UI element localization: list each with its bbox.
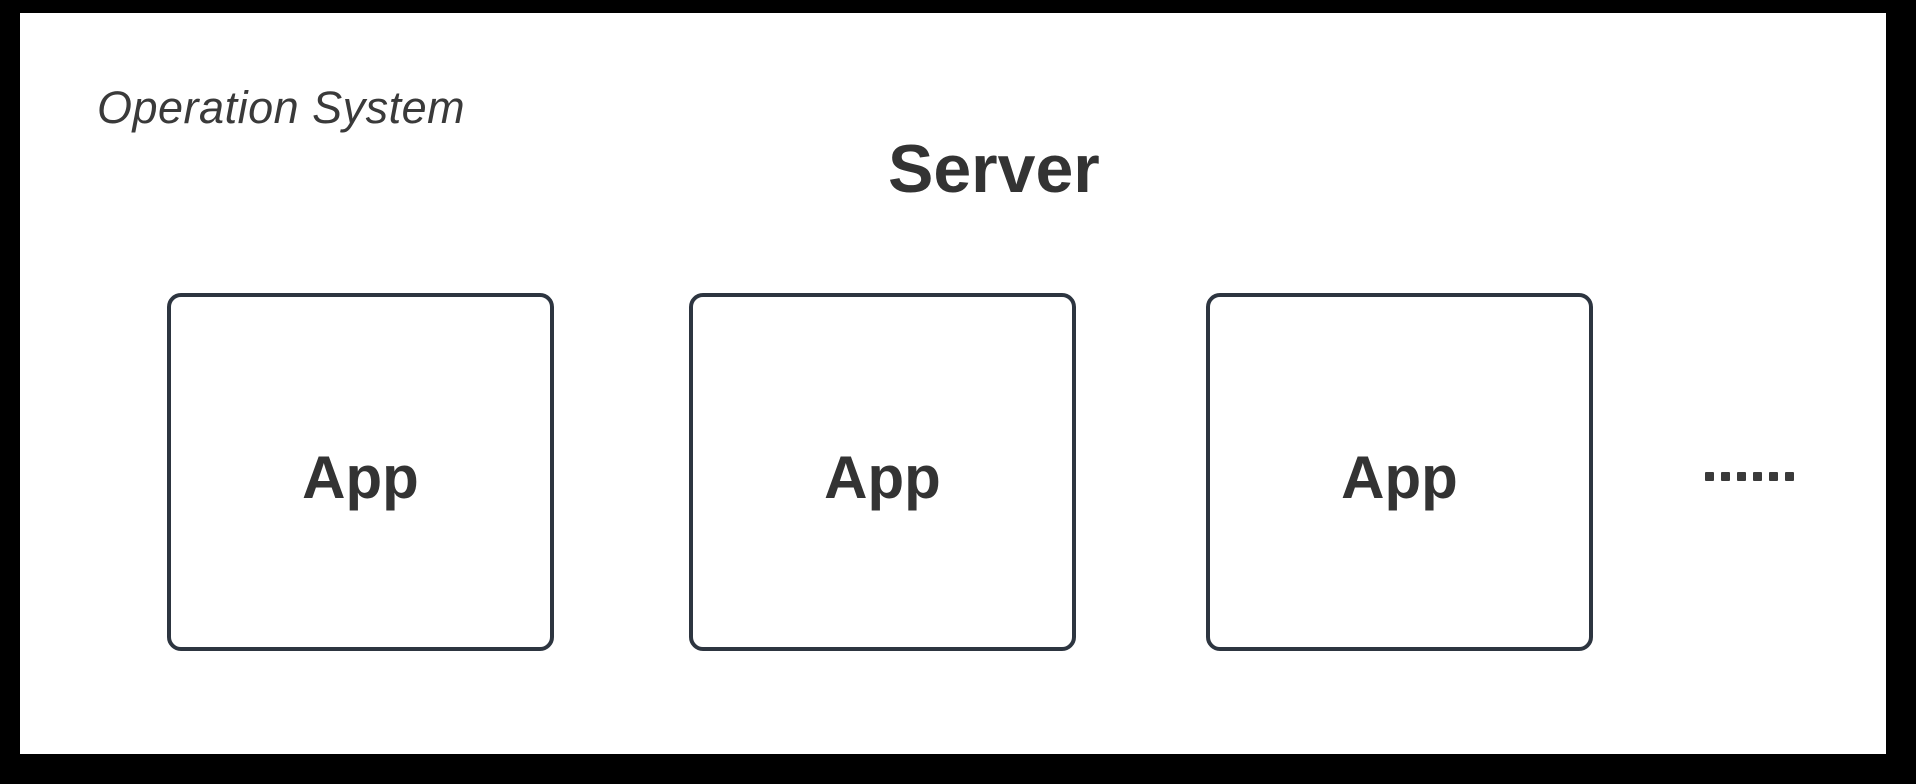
- app-label: App: [302, 444, 419, 511]
- ellipsis-dot: [1753, 472, 1762, 481]
- ellipsis-dot: [1785, 472, 1794, 481]
- ellipsis-dot: [1737, 472, 1746, 481]
- ellipsis-dot: [1705, 472, 1714, 481]
- diagram-canvas: Operation System Server App App App: [20, 13, 1886, 754]
- app-box: App: [689, 293, 1076, 651]
- app-box: App: [167, 293, 554, 651]
- ellipsis-dot: [1721, 472, 1730, 481]
- app-box: App: [1206, 293, 1593, 651]
- operation-system-label: Operation System: [97, 82, 466, 133]
- app-label: App: [824, 444, 941, 511]
- ellipsis-dots: [1705, 472, 1794, 481]
- app-label: App: [1341, 444, 1458, 511]
- ellipsis-dot: [1769, 472, 1778, 481]
- server-title: Server: [888, 131, 1100, 207]
